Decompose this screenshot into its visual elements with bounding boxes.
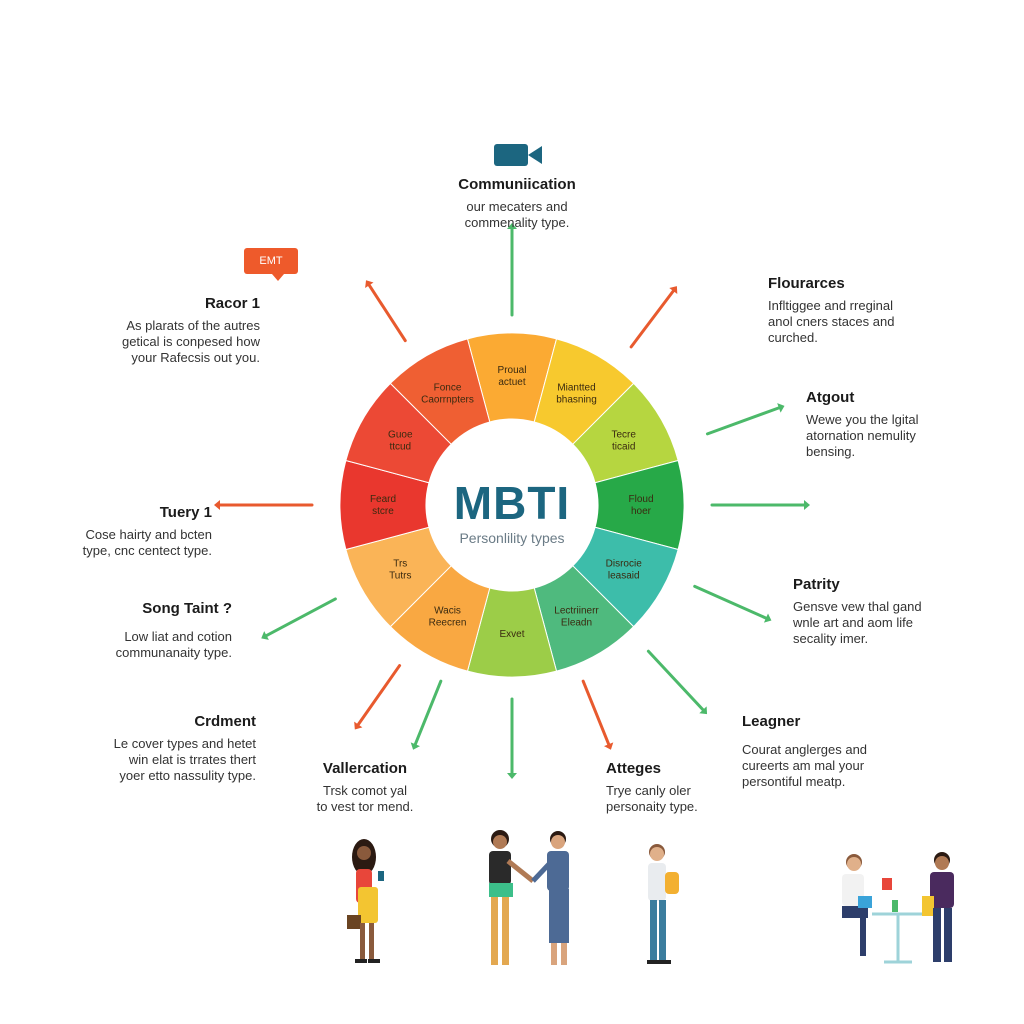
camera-icon — [494, 144, 542, 166]
label-desc: our mecaters and commenality type. — [464, 199, 570, 230]
arrow-head — [507, 223, 517, 229]
center-subtitle: Personlility types — [459, 530, 565, 546]
arrow-head — [507, 773, 517, 779]
person-with-backpack-illustration — [647, 844, 679, 964]
label-desc: As plarats of the autres getical is conp… — [121, 318, 260, 365]
chat-badge-icon: EMT — [244, 248, 298, 281]
label-desc: Gensve vew thal gand wnle art and aom li… — [793, 599, 922, 646]
meeting-at-table-illustration — [842, 852, 954, 964]
label-title: Racor 1 — [204, 295, 260, 312]
label-desc: Le cover types and hetet win elat is trr… — [113, 736, 256, 783]
connector-arrow — [356, 664, 402, 727]
label-desc: Infltiggee and rreginal anol cners stace… — [768, 298, 895, 345]
label-title: Crdment — [194, 713, 256, 730]
label-title: Communiication — [458, 176, 576, 193]
arrow-head — [261, 631, 269, 640]
label-atteges: Atteges Trye canly oler personaity type. — [606, 760, 756, 815]
woman-with-phone-illustration — [347, 839, 384, 963]
label-patrity: Patrity Gensve vew thal gand wnle art an… — [793, 576, 993, 647]
connector-arrow — [629, 289, 675, 349]
label-tuery: Tuery 1 Cose hairty and bcten type, cnc … — [40, 504, 212, 559]
arrow-head — [763, 613, 772, 623]
badge-text: EMT — [259, 255, 283, 267]
label-title: Atteges — [606, 760, 662, 777]
connector-arrow — [705, 406, 781, 436]
label-racor: Racor 1 As plarats of the autres getical… — [90, 295, 260, 366]
label-title: Song Taint ? — [142, 600, 232, 617]
label-desc: Low liat and cotion communanaity type. — [115, 629, 232, 660]
arrow-head — [804, 500, 810, 510]
connector-arrow — [413, 679, 443, 746]
arrow-head — [354, 721, 363, 730]
arrow-head — [410, 742, 420, 750]
label-title: Tuery 1 — [159, 504, 212, 521]
arrow-head — [777, 403, 785, 413]
label-song: Song Taint ? Low liat and cotion communa… — [60, 600, 232, 661]
arrow-head — [365, 280, 374, 288]
label-crdment: Crdment Le cover types and hetet win ela… — [60, 713, 256, 784]
label-desc: Courat anglerges and cureerts am mal you… — [742, 742, 868, 789]
label-desc: Trye canly oler personaity type. — [606, 783, 698, 814]
connector-arrow — [693, 584, 768, 620]
arrow-head — [669, 286, 678, 294]
connector-arrow — [581, 679, 611, 746]
handshake-illustration — [489, 830, 569, 965]
center-title: MBTI — [453, 477, 571, 529]
connector-arrow — [367, 283, 407, 343]
label-leagner: Leagner Courat anglerges and cureerts am… — [742, 713, 952, 790]
wheel-segment-label: Exvet — [499, 629, 524, 640]
label-title: Patrity — [793, 576, 840, 593]
label-atgout: Atgout Wewe you the lgital atornation ne… — [806, 389, 1006, 460]
arrow-head — [699, 706, 708, 715]
arrow-head — [604, 742, 614, 750]
wheel-center — [426, 419, 598, 591]
connector-arrow — [646, 649, 705, 712]
connector-arrow — [265, 597, 337, 638]
label-title: Atgout — [806, 389, 855, 406]
label-desc: Wewe you the lgital atornation nemulity … — [806, 412, 919, 459]
label-desc: Cose hairty and bcten type, cnc centect … — [82, 527, 212, 558]
label-desc: Trsk comot yal to vest tor mend. — [316, 783, 414, 814]
label-flourarces: Flourarces Infltiggee and rreginal anol … — [768, 275, 968, 346]
arrow-head — [214, 500, 220, 510]
label-title: Vallercation — [322, 760, 408, 777]
label-communication: Communiication our mecaters and commenal… — [432, 176, 602, 231]
label-title: Leagner — [742, 713, 801, 730]
label-vallercation: Vallercation Trsk comot yal to vest tor … — [290, 760, 440, 815]
label-title: Flourarces — [768, 275, 845, 292]
